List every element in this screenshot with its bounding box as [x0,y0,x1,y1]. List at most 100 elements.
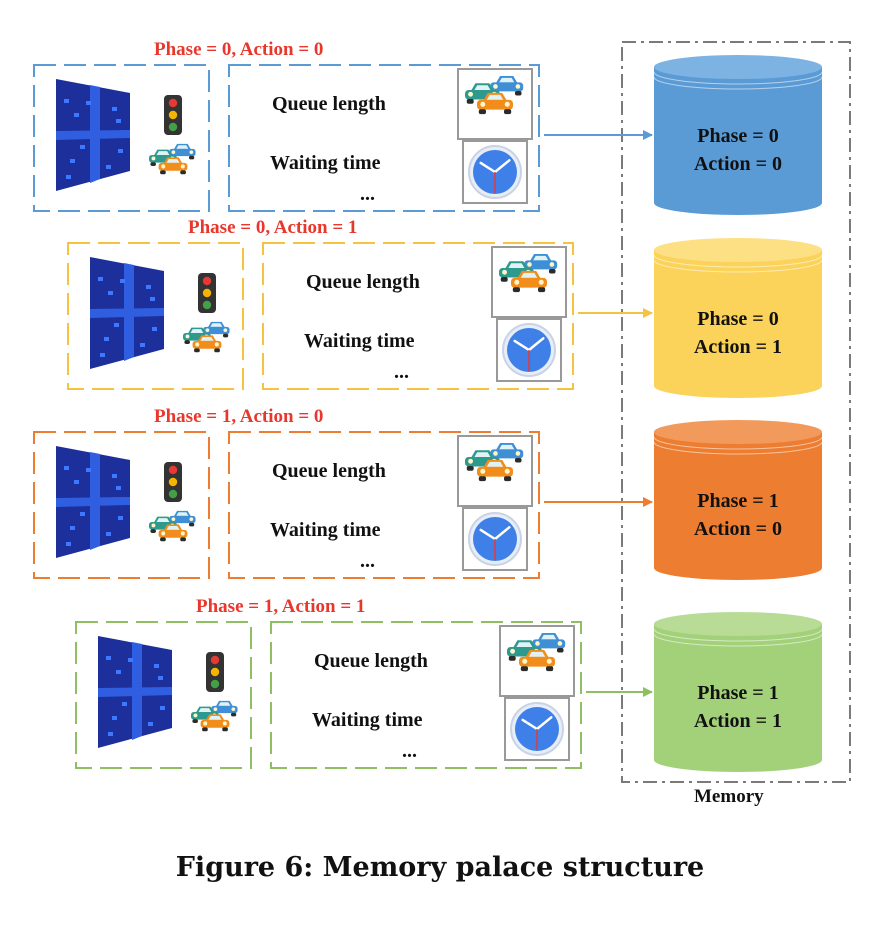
car-window [533,255,549,261]
car-body [519,656,555,667]
cylinder-body [654,624,822,772]
cylinder-ring [653,628,823,642]
traffic-light-green [168,122,178,132]
row-3-phase-action-label: Phase = 1, Action = 1 [196,596,366,617]
clock-hand-hour [521,718,539,731]
map-pixel [108,732,113,736]
car-headlight [515,84,521,89]
car-headlight [502,269,508,275]
map-pixel [112,474,117,478]
cylinder-body [654,250,822,398]
car-wheel [192,719,198,724]
car-body [490,82,524,92]
map-road-horizontal [98,687,172,697]
state-box [33,64,210,212]
traffic-light-green [210,679,220,689]
car-window [166,525,180,530]
map-pixel [114,323,119,327]
car-headlight [504,101,510,107]
car-window [541,634,557,640]
traffic-light-yellow [168,477,178,487]
row-2-phase-action-label: Phase = 1, Action = 0 [154,406,324,427]
queue-length-label: Queue length [272,93,386,115]
car-wheel [150,529,156,534]
waiting-time-label: Waiting time [270,152,381,174]
clock-hand-minute [527,337,545,352]
car-body [203,326,230,335]
feature-box [262,242,574,390]
car-wheel [202,727,208,732]
traffic-light-red [168,98,178,108]
car-window [508,263,525,268]
traffic-light-red [210,655,220,665]
cylinder-ring [653,633,823,647]
car-window [520,272,538,278]
feature-box [270,621,582,769]
map-pixel [64,99,69,103]
car-headlight [151,523,156,528]
cars-icon [183,321,230,353]
memory-row-1 [67,238,823,398]
car-headlight [493,451,498,456]
map-pixel [148,722,153,726]
intersection-map-icon [56,79,130,191]
map-pixel [116,670,121,674]
intersection-map-icon [90,257,164,369]
car-wheel [230,712,237,717]
feature-box [228,64,540,212]
car-headlight [161,164,166,169]
car-window [156,518,170,522]
cylinder-ring [653,71,823,85]
queue-length-label: Queue length [314,650,428,672]
cars-icon [149,143,196,175]
more-features-label: ... [360,550,375,572]
map-pixel [86,468,91,472]
car-wheel [180,170,186,175]
cylinder-top [654,420,822,444]
traffic-light-icon [164,462,182,502]
car-wheel [478,476,486,482]
map-pixel [64,466,69,470]
map-pixel [116,486,121,490]
map-pixel [160,706,165,710]
car-headlight [222,721,227,726]
car-wheel [466,99,474,104]
map-pixel [116,119,121,123]
car-wheel [150,162,156,167]
state-box [75,621,252,769]
car-window [166,158,180,163]
car-body [158,529,188,538]
cylinder-body [654,67,822,215]
car-window [474,85,491,90]
cylinder-0-phase: Phase = 0 [697,125,779,147]
memory-row-0 [33,55,823,215]
row-0-phase-action-label: Phase = 0, Action = 0 [154,39,324,60]
cylinder-3-action: Action = 1 [693,710,783,732]
car-window [198,708,212,712]
map-pixel [152,327,157,331]
cylinder-2-action: Action = 0 [693,518,783,540]
figure-caption: Figure 6: Memory palace structure [175,852,705,883]
clock-icon [502,323,556,377]
car-body [211,705,238,714]
waiting-time-label: Waiting time [304,330,415,352]
cylinder-1-phase: Phase = 0 [697,308,779,330]
cylinder-1-action: Action = 1 [693,336,783,358]
car-wheel [538,287,546,293]
car-body [532,639,566,649]
queue-length-label: Queue length [272,460,386,482]
car-body [524,260,558,270]
car-headlight [538,279,544,285]
clock-hand-minute [493,526,511,541]
traffic-light-red [202,276,212,286]
car-headlight [557,641,563,646]
cylinder-top [654,612,822,636]
car-wheel [546,666,554,672]
traffic-light-red [168,465,178,475]
map-pixel [80,512,85,516]
more-features-label: ... [394,361,409,383]
car-wheel [520,666,528,672]
row-1-phase-action-label: Phase = 0, Action = 1 [188,217,358,238]
traffic-light-icon [198,273,216,313]
